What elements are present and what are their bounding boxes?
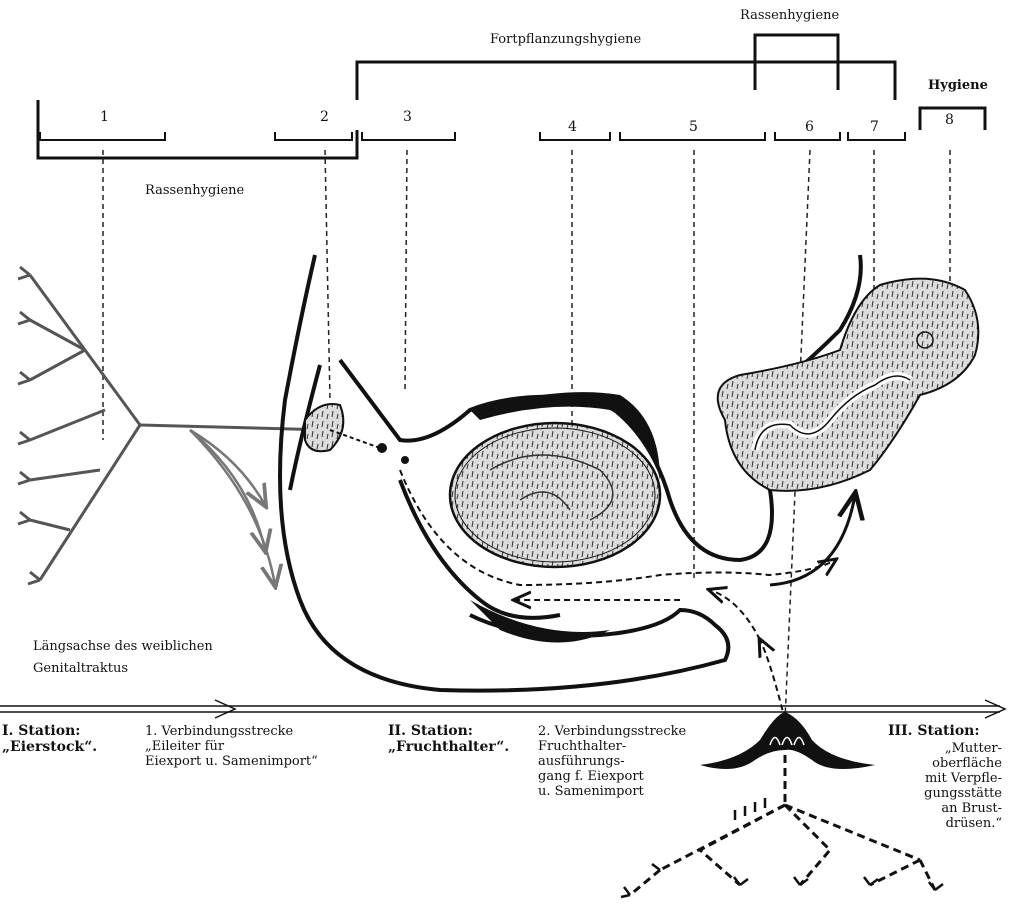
segment-number-3: 3 <box>403 110 412 125</box>
top-brackets <box>38 35 985 158</box>
label-fortpflanzungshygiene: Fortpflanzungshygiene <box>490 32 641 47</box>
segment-number-5: 5 <box>689 120 698 135</box>
longitudinal-axis <box>0 700 1005 718</box>
segment-number-7: 7 <box>870 120 879 135</box>
station-2-title: II. Station: „Fruchthalter“. <box>388 723 509 755</box>
bracket-fortpflanzungshygiene <box>357 62 895 100</box>
label-rassenhygiene-top: Rassenhygiene <box>740 8 839 23</box>
segment-brackets <box>40 132 905 140</box>
ovary-arrows <box>190 430 275 585</box>
segment-number-8: 8 <box>945 113 954 128</box>
station-3-title: III. Station: <box>888 723 980 739</box>
oviduct <box>305 404 408 463</box>
bracket-rassenhygiene-left <box>38 100 357 158</box>
label-rassenhygiene-left: Rassenhygiene <box>145 183 244 198</box>
segment-number-4: 4 <box>568 120 577 135</box>
segment-number-2: 2 <box>320 110 329 125</box>
uterus-embryo <box>450 423 660 567</box>
birth-arrow <box>770 495 855 585</box>
label-hygiene: Hygiene <box>928 78 988 94</box>
station-2-link: 2. Verbindungsstrecke Fruchthalter- ausf… <box>538 724 686 799</box>
station-3-desc: „Mutter- oberfläche mit Verpfle- gungsst… <box>890 741 1002 831</box>
segment-number-1: 1 <box>100 110 109 125</box>
mammary-gland <box>700 712 875 769</box>
axis-label: Längsachse des weiblichen Genitaltraktus <box>33 636 213 680</box>
newborn <box>718 279 979 491</box>
station-1-title: I. Station: „Eierstock“. <box>2 723 97 755</box>
segment-number-6: 6 <box>805 120 814 135</box>
station-1-link: 1. Verbindungsstrecke „Eileiter für Eiex… <box>145 724 318 769</box>
